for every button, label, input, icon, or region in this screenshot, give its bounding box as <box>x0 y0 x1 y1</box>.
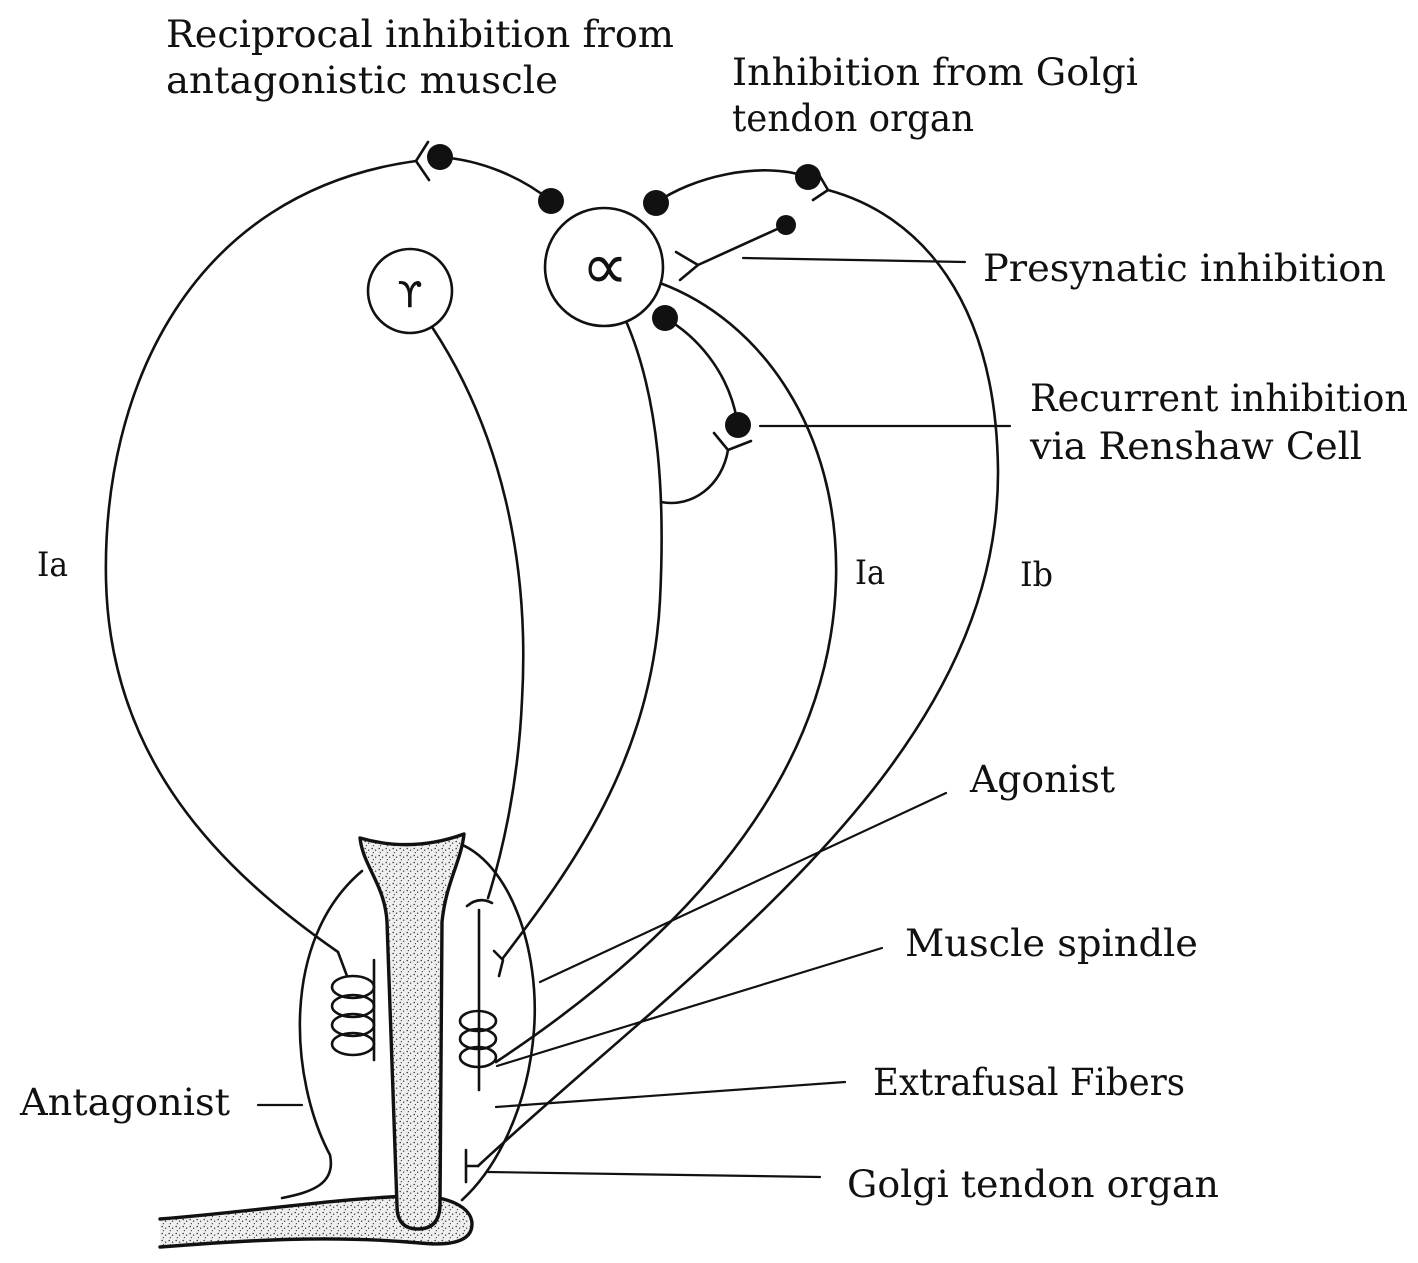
reciprocal-interneuron-soma <box>427 144 453 170</box>
muscle-spindle-pointer <box>495 946 884 1068</box>
presynaptic-terminal-fork <box>674 250 700 282</box>
gamma-motor-neuron-symbol: ϒ <box>397 275 422 316</box>
renshaw-terminal-fork <box>712 431 753 452</box>
annulospiral-coil <box>458 1009 498 1033</box>
golgi-tendon-organ-label: Golgi tendon organ <box>847 1163 1219 1206</box>
antagonist-label: Antagonist <box>19 1081 230 1124</box>
ia-right-fiber-label: Ia <box>855 553 885 593</box>
gamma-motor-neuron <box>366 247 454 335</box>
ib-interneuron-soma <box>795 164 821 190</box>
muscle-spindle-label: Muscle spindle <box>905 922 1198 965</box>
ia-left-fiber-label: Ia <box>37 545 68 585</box>
ia-afferent-antagonist-fiber <box>104 159 418 978</box>
renshaw-inhibitory-synapse <box>652 305 678 331</box>
gamma-terminal <box>465 898 494 908</box>
ib-afferent-fiber <box>476 188 1000 1168</box>
agonist-muscle-spindle <box>458 908 498 1092</box>
ia-afferent-agonist-fiber <box>494 281 838 1064</box>
annulospiral-coil <box>458 1045 498 1069</box>
reciprocal-interneuron-axon <box>438 155 553 203</box>
presynaptic-interneuron-axon <box>696 223 788 267</box>
golgi-tendon-organ-pointer <box>486 1170 822 1179</box>
alpha-motor-axon <box>501 319 663 960</box>
muscle-and-bone <box>158 832 537 1249</box>
golgi-inhibition-label-line-2: tendon organ <box>732 97 974 140</box>
presynaptic-inhibition-pointer <box>741 256 967 264</box>
reciprocal-inhibition-label-line-2: antagonistic muscle <box>166 59 558 102</box>
annulospiral-coil <box>330 974 376 1000</box>
ib-fiber-label: Ib <box>1020 555 1053 595</box>
annotation-labels: Reciprocal inhibition from antagonistic … <box>19 13 1408 1206</box>
annulospiral-coil <box>330 1031 376 1057</box>
ia-terminal-fork <box>414 140 431 182</box>
horizontal-bone <box>158 1194 474 1249</box>
extrafusal-fibers-label: Extrafusal Fibers <box>873 1061 1185 1104</box>
synaptic-boutons <box>427 144 821 438</box>
agonist-label: Agonist <box>969 758 1115 801</box>
motor-neurons: ∝ ϒ <box>366 206 665 335</box>
gamma-motor-axon <box>430 325 525 900</box>
alpha-terminal <box>492 949 505 978</box>
annulospiral-coil <box>330 1012 376 1038</box>
ib-terminal-fork <box>811 171 830 202</box>
ib-interneuron-axon <box>654 169 810 205</box>
annulospiral-coil <box>330 993 376 1019</box>
reciprocal-inhibitory-synapse <box>538 188 564 214</box>
golgi-tendon-organ-receptor <box>464 1148 480 1184</box>
renshaw-collateral <box>659 448 730 505</box>
presynaptic-inhibition-label: Presynatic inhibition <box>983 247 1386 290</box>
extrafusal-fibers-pointer <box>494 1080 847 1109</box>
renshaw-cell-soma <box>725 412 751 438</box>
reciprocal-inhibition-label-line-1: Reciprocal inhibition from <box>166 13 674 56</box>
agonist-pointer <box>538 791 948 984</box>
annulospiral-coil <box>458 1027 498 1051</box>
muscle-outline-left <box>280 869 364 1200</box>
antagonist-muscle-spindle <box>330 958 376 1062</box>
presynaptic-interneuron-soma <box>776 215 796 235</box>
label-pointers <box>256 256 1012 1179</box>
vertical-bone <box>358 832 466 1231</box>
ib-inhibitory-synapse <box>643 190 669 216</box>
recurrent-inhibition-label-line-1: Recurrent inhibition <box>1030 377 1408 420</box>
alpha-motor-neuron-symbol: ∝ <box>581 228 628 305</box>
golgi-inhibition-label-line-1: Inhibition from Golgi <box>732 51 1138 94</box>
recurrent-inhibition-label-line-2: via Renshaw Cell <box>1029 425 1362 468</box>
alpha-motor-neuron <box>543 206 665 328</box>
